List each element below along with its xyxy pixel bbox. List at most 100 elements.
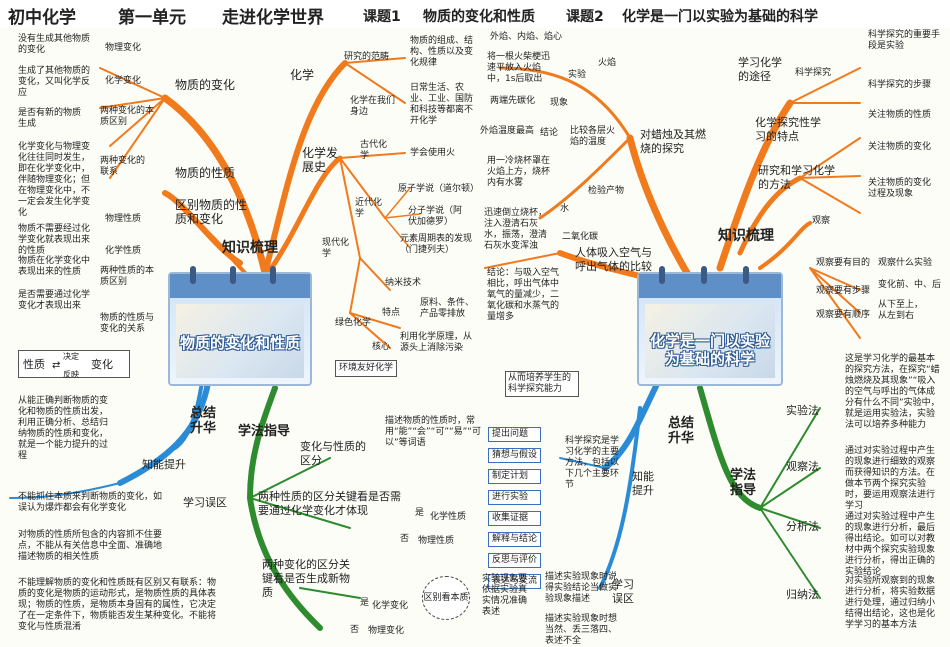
co2-desc: 迅速倒立烧杯，注入澄清石灰水，振荡，澄清石灰水变浑浊: [484, 208, 548, 251]
feature-1: 关注物质的性质: [868, 110, 932, 120]
feature-2: 关注物质的变化: [868, 142, 932, 152]
ability-top: 从而培养学生的科学探究能力: [505, 371, 579, 397]
cycle-property: 性质: [23, 358, 45, 371]
co2-label: 二氧化碳: [562, 232, 599, 242]
near-label: 近代化学: [355, 198, 383, 219]
method-2-no: 否: [400, 534, 410, 544]
explore-step: 猜想与假设: [488, 448, 542, 463]
ind-method: 归纳法: [786, 588, 819, 601]
method-3-no: 否: [350, 625, 360, 635]
friendly-box: 环境友好化学: [335, 360, 398, 377]
chemical-change-label: 化学变化: [105, 76, 142, 86]
cycle-box: 性质 决定 ⇄ 反映 变化: [18, 350, 130, 379]
property-label: 物质的性质: [175, 166, 236, 180]
right-mistake-1: 描述实验现象时说得实验结论当做实验现象描述: [545, 572, 618, 604]
around-desc: 日常生活、农业、工业、国防和科技等都离不开化学: [410, 83, 474, 126]
explore-2: 科学探究的步骤: [868, 80, 932, 90]
observe-1-desc: 观察什么实验: [878, 258, 933, 268]
right-mistake-2: 描述实验现象时想当然、丢三落四、表述不全: [545, 614, 618, 646]
page-header: 初中化学 第一单元 走进化学世界 课题1 物质的变化和性质 课题2 化学是一门以…: [0, 0, 950, 28]
nano-label: 纳米技术: [385, 278, 422, 288]
exp-method-desc: 这是学习化学的最基本的探究方法，在探究“蜡烛燃烧及其现象”“吸入的空气与呼出的气…: [845, 354, 940, 430]
feature-label: 特点: [382, 308, 401, 318]
exp-label: 实验: [568, 70, 587, 80]
branch-lines: [9, 57, 861, 631]
study-label: 学习化学的途径: [738, 56, 782, 83]
obs-method: 观察法: [786, 460, 819, 473]
atom-theory: 原子学说（道尔顿）: [398, 184, 480, 194]
core-label: 核心: [372, 342, 391, 352]
explore-1: 科学探究的重要手段是实验: [868, 30, 941, 51]
prop-use-label: 物质的性质与变化的关系: [100, 313, 155, 334]
ana-method-desc: 通过对实验过程中产生的现象进行分析，最后得出结论。如可以对教材中两个探究实验现象…: [845, 512, 936, 577]
water-desc: 用一冷烧杯罩在火焰上方，烧杯内有水雾: [487, 156, 551, 188]
left-mistake-2: 对物质的性质所包含的内容抓不住要点，不能从有关信息中全面、准确地描述物质的相关性…: [18, 530, 163, 562]
method-1-desc: 描述物质的性质时，常用“能”“会”“可”“易”“可以”等词语: [385, 416, 481, 448]
method-3-yes: 是: [360, 598, 370, 608]
chem-label: 化学: [290, 68, 315, 82]
ability-desc-r: 科学探究是学习化学的主要方法，包括以下几个主要环节: [565, 436, 620, 490]
feature-3: 关注物质的变化过程及现象: [868, 178, 932, 199]
method-1-label: 变化与性质的区分: [300, 440, 366, 467]
physical-change-def: 没有生成其他物质的变化: [18, 34, 91, 55]
ancient-label: 古代化学: [360, 140, 388, 161]
explore-step: 制定计划: [488, 469, 542, 484]
scope-desc: 物质的组成、结构、性质以及变化规律: [410, 36, 474, 68]
feature-desc: 原料、条件、产品零排放: [420, 298, 475, 319]
right-ability-label: 知能提升: [632, 470, 654, 497]
explore-step: 收集证据: [488, 511, 542, 526]
cycle-arrow: ⇄: [52, 360, 61, 371]
observe-1: 观察要有目的: [816, 258, 871, 268]
right-board: 化学是一门以实验为基础的科学: [637, 266, 783, 386]
compare-label: 比较各层火焰的温度: [570, 126, 616, 147]
product-label: 检验产物: [588, 186, 625, 196]
phys-prop-desc: 物质不需要经过化学变化就表现出来的性质: [18, 224, 91, 256]
breath-label: 人体吸入空气与呼出气体的比较: [575, 246, 652, 273]
concl-desc: 外焰温度最高: [480, 126, 535, 136]
left-summary-label: 总结升华: [190, 406, 217, 436]
header-unit-title: 走进化学世界: [222, 8, 324, 28]
breath-concl: 结论：与吸入空气相比，呼出气体中氧气的量减少，二氧化碳和水蒸气的量增多: [487, 268, 560, 322]
change-diff-desc: 是否有新的物质生成: [18, 108, 82, 129]
method-label-r: 研究和学习化学的方法: [758, 164, 835, 191]
exp-desc: 将一根火柴梗迅速平放入火焰中，1s后取出: [487, 52, 551, 84]
header-topic1: 课题1: [363, 9, 401, 25]
exp-method: 实验法: [786, 404, 819, 417]
left-ability-desc: 从能正确判断物质的变化和物质的性质出发，利用正确分析、总结归纳物质的性质和变化，…: [18, 396, 109, 461]
right-board-title: 化学是一门以实验为基础的科学: [649, 332, 770, 368]
ancient-desc: 学会使用火: [410, 148, 456, 158]
around-label: 化学在我们身边: [350, 96, 396, 117]
change-relation-label: 两种变化的联系: [100, 156, 146, 177]
cycle-change: 变化: [91, 358, 113, 371]
explore-step: 进行实验: [488, 490, 542, 505]
chem-prop-desc: 物质在化学变化中表现出来的性质: [18, 256, 91, 277]
method-3-phys-change: 物理变化: [368, 626, 405, 636]
explore-step: 反思与评价: [488, 553, 542, 568]
left-board: 物质的变化和性质: [168, 266, 312, 386]
cycle-up: 决定: [63, 352, 79, 361]
ana-method: 分析法: [786, 520, 819, 533]
cloud-note: 区别看本质: [422, 576, 470, 620]
right-method-label: 学法指导: [730, 468, 757, 498]
observe-3: 观察要有顺序: [816, 310, 871, 320]
method-3-label: 两种变化的区分关键看是否生成新物质: [262, 558, 350, 599]
mind-map: 物质的变化和性质 知识梳理 物质的变化 物理变化 没有生成其他物质的变化 化学变…: [0, 28, 950, 647]
candle-label: 对蜡烛及其燃烧的探究: [640, 128, 706, 155]
observe-label: 观察: [812, 216, 831, 226]
physical-change-label: 物理变化: [105, 43, 142, 53]
left-board-title: 物质的变化和性质: [180, 334, 301, 352]
header-unit: 第一单元: [118, 8, 186, 28]
header-course: 初中化学: [8, 8, 76, 28]
green-label: 绿色化学: [335, 318, 372, 328]
prop-diff-desc: 是否需要通过化学变化才表现出来: [18, 290, 91, 311]
explore-step: 表达与交流: [488, 574, 542, 589]
chem-prop-label: 化学性质: [105, 246, 142, 256]
scope-label: 研究的范畴: [344, 52, 390, 62]
cycle-down: 反映: [63, 370, 79, 379]
flame-parts: 外焰、内焰、焰心: [490, 32, 563, 42]
core-desc: 利用化学原理，从源头上消除污染: [400, 332, 473, 353]
header-topic1-title: 物质的变化和性质: [423, 9, 535, 25]
modern-label: 现代化学: [322, 238, 350, 259]
left-ability-label: 知能提升: [142, 458, 186, 471]
explore-step: 解释与结论: [488, 532, 542, 547]
